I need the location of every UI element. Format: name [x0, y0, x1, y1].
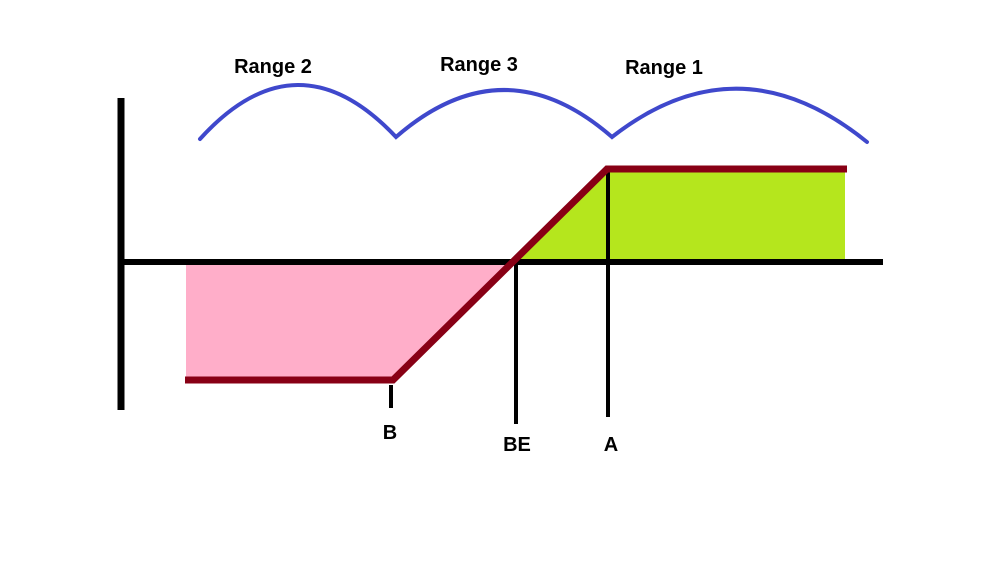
range-brace-curve	[198, 83, 869, 144]
point-label-b: B	[383, 422, 397, 444]
loss-region	[186, 262, 509, 377]
range-2-label: Range 2	[234, 56, 312, 78]
point-label-a: A	[604, 434, 618, 456]
point-label-be: BE	[503, 434, 531, 456]
profit-region	[512, 169, 845, 262]
range-3-label: Range 3	[440, 54, 518, 76]
range-1-label: Range 1	[625, 57, 703, 79]
payoff-line	[185, 165, 847, 384]
